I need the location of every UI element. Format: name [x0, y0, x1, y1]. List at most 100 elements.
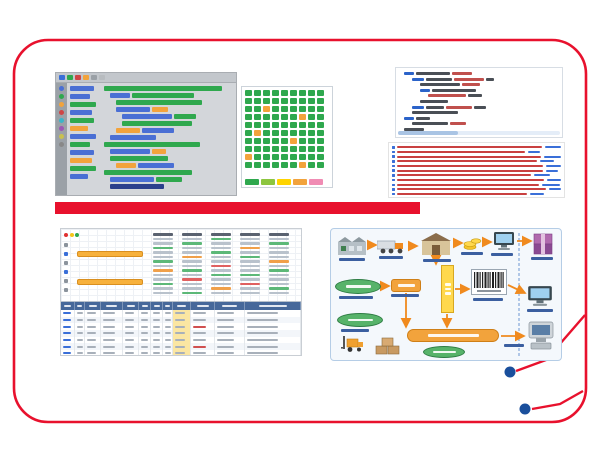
warehouse-icon — [419, 231, 453, 257]
value-cell — [182, 255, 202, 258]
table-cell — [85, 323, 101, 331]
table-cell — [61, 323, 75, 331]
table-cell — [173, 336, 191, 344]
horizontal-scrollbar — [398, 131, 560, 135]
table-cell — [139, 316, 151, 324]
flow-node-oval — [423, 346, 465, 358]
palette-block — [70, 94, 90, 99]
log-marker — [392, 146, 395, 149]
status-cell — [281, 146, 288, 152]
code-line — [404, 127, 558, 131]
status-cell — [245, 98, 252, 104]
value-cell — [153, 260, 173, 263]
log-marker — [392, 192, 395, 196]
status-cell — [317, 138, 324, 144]
value-cell — [211, 273, 231, 276]
block-palette-category-strip — [56, 83, 67, 195]
table-cell — [245, 343, 301, 351]
table-cell — [245, 350, 301, 355]
value-column — [269, 233, 291, 294]
palette-block — [70, 158, 92, 163]
value-cell — [240, 264, 260, 267]
status-cell — [263, 154, 270, 160]
status-cell — [263, 146, 270, 152]
value-cell — [269, 251, 289, 254]
status-cell — [308, 98, 315, 104]
column-header — [269, 233, 289, 236]
value-cell — [153, 287, 173, 290]
table-cell — [85, 336, 101, 344]
block-script-canvas — [104, 86, 224, 191]
status-cell — [317, 154, 324, 160]
script-block-row — [122, 121, 224, 126]
status-cell — [299, 146, 306, 152]
status-row — [245, 114, 329, 120]
status-row — [245, 154, 329, 160]
status-cell — [254, 138, 261, 144]
traffic-light — [64, 233, 68, 237]
value-cell — [240, 282, 260, 285]
status-cell — [272, 122, 279, 128]
palette-block — [70, 150, 94, 155]
status-cell — [308, 130, 315, 136]
status-cell — [317, 106, 324, 112]
palette-category-icon — [59, 102, 64, 107]
value-cell — [240, 251, 260, 254]
table-cell — [139, 323, 151, 331]
status-cell — [254, 162, 261, 168]
status-cell — [308, 90, 315, 96]
script-block-row — [104, 170, 224, 175]
table-cell — [123, 323, 139, 331]
script-block-row — [110, 149, 224, 154]
row-icon — [64, 261, 68, 265]
status-cell — [281, 90, 288, 96]
code-line — [412, 122, 558, 126]
value-cell — [240, 255, 260, 258]
value-cell — [182, 269, 202, 272]
value-cell — [211, 237, 231, 240]
pos-icon — [527, 321, 555, 351]
flow-label — [491, 253, 513, 256]
toolbar-chip — [59, 75, 65, 80]
table-cell — [163, 316, 173, 324]
script-block-row — [110, 184, 224, 189]
table-cell — [123, 350, 139, 355]
traffic-light-icons — [64, 232, 81, 237]
palette-block — [70, 110, 92, 115]
status-cell — [272, 98, 279, 104]
table-cell — [215, 310, 245, 317]
log-marker — [392, 164, 395, 168]
value-cell — [182, 287, 202, 290]
code-line — [420, 99, 558, 103]
table-cell — [139, 350, 151, 355]
status-row — [245, 106, 329, 112]
value-cell — [269, 237, 289, 240]
status-cell — [317, 90, 324, 96]
status-cell — [254, 146, 261, 152]
value-column — [240, 233, 262, 294]
traffic-light — [69, 233, 74, 237]
status-cell — [290, 138, 297, 144]
value-cell — [240, 260, 260, 263]
status-cell — [263, 106, 270, 112]
status-cell — [281, 106, 288, 112]
table-cell — [123, 336, 139, 344]
status-cell — [299, 154, 306, 160]
value-cell — [211, 291, 231, 294]
table-cell — [101, 316, 123, 324]
table-cell — [215, 323, 245, 331]
log-marker — [392, 150, 395, 154]
table-row — [61, 330, 301, 337]
log-marker — [392, 183, 395, 186]
value-cell — [153, 255, 173, 258]
status-cell — [308, 162, 315, 168]
code-line — [412, 111, 558, 115]
status-cell — [290, 90, 297, 96]
value-cell — [240, 246, 260, 249]
palette-block — [70, 134, 96, 139]
status-cell — [299, 130, 306, 136]
table-header-cell — [163, 302, 173, 310]
table-cell — [163, 336, 173, 344]
status-cell — [263, 90, 270, 96]
row-icon — [64, 252, 68, 256]
